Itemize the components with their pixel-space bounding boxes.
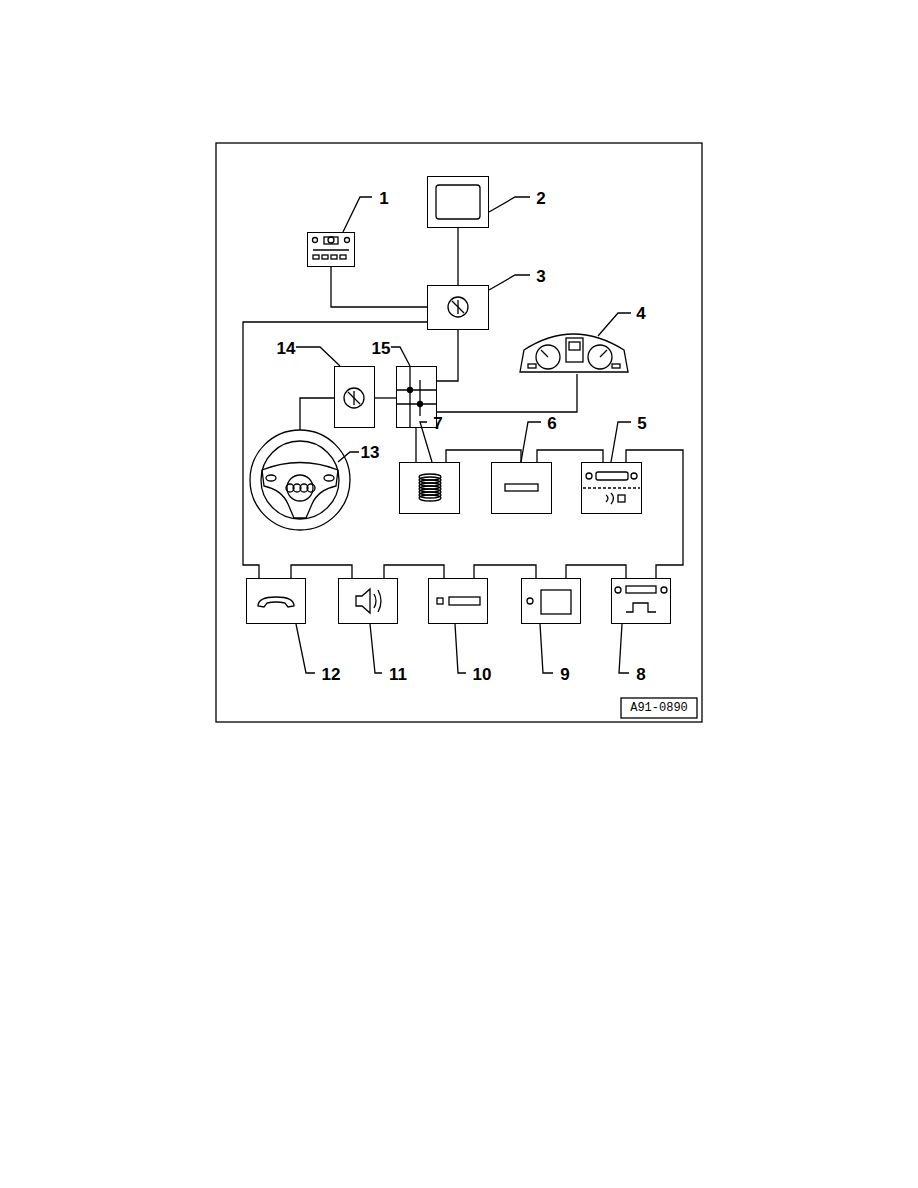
bus-wire <box>474 565 536 578</box>
bus-wire <box>300 398 334 430</box>
steering-wheel: 13 <box>249 430 351 530</box>
display-unit: 2 <box>427 176 489 228</box>
steering-wheel <box>250 430 350 530</box>
figure-id: A91-0890 <box>628 702 690 714</box>
control-unit: 14 <box>334 366 375 428</box>
frame <box>216 143 702 722</box>
bus-wire <box>446 450 521 462</box>
callout-number: 8 <box>636 666 645 683</box>
bus-wire <box>243 322 427 578</box>
bus-wire <box>437 374 577 412</box>
cd-changer: 7 <box>399 462 460 514</box>
callout-number: 3 <box>536 268 545 285</box>
bus-wire <box>437 330 458 381</box>
disc-stroke <box>419 495 441 501</box>
callout-number: 6 <box>547 415 556 432</box>
bus-wire <box>457 228 458 285</box>
callout-number: 15 <box>372 340 391 357</box>
callout-number: 2 <box>536 190 545 207</box>
instrument-cluster <box>520 334 628 372</box>
control-panel: 1 <box>307 232 355 267</box>
bus-wire <box>375 397 396 398</box>
card-reader-icon <box>437 597 480 605</box>
callout-number: 10 <box>473 666 492 683</box>
display-icon <box>436 185 480 219</box>
callout-number: 1 <box>379 190 388 207</box>
card-reader: 10 <box>428 578 488 624</box>
tuner-icon <box>615 586 667 612</box>
leader-line <box>296 197 631 673</box>
callout-number: 4 <box>636 305 645 322</box>
bus-wire <box>415 428 416 462</box>
instrument-cluster: 4 <box>518 330 630 374</box>
bus-wire <box>384 565 444 578</box>
gateway-box: 3 <box>427 285 489 330</box>
amplifier-unit: 11 <box>338 578 398 624</box>
callout-number: 12 <box>322 666 341 683</box>
bus-wire <box>291 565 352 578</box>
gateway-icon <box>344 388 364 408</box>
bus-wire <box>566 565 626 578</box>
bus-wire <box>626 450 683 578</box>
callout-number: 13 <box>361 444 380 461</box>
callout-number: 7 <box>433 415 442 432</box>
slot-unit: 6 <box>491 462 552 514</box>
junction-box: 15 <box>396 366 437 428</box>
junction-icon <box>396 366 437 428</box>
video-unit: 9 <box>521 578 581 624</box>
disc-stack-icon <box>419 474 441 501</box>
bus-wire <box>537 450 603 462</box>
callout-number: 5 <box>637 415 646 432</box>
callout-number: 11 <box>389 666 407 683</box>
telephone-icon <box>258 597 294 607</box>
speaker-icon <box>356 589 381 613</box>
bus-wire <box>331 267 427 307</box>
callout-number: 14 <box>277 340 296 357</box>
slot-icon <box>505 484 538 491</box>
monitor-icon <box>527 590 571 614</box>
gateway-icon <box>448 297 468 317</box>
figure-id-box <box>621 698 697 718</box>
telephone-unit: 12 <box>246 578 306 624</box>
radio-icon <box>583 472 640 504</box>
radio-panel-icon <box>313 237 350 259</box>
radio-unit: 5 <box>581 462 642 514</box>
tuner-unit: 8 <box>611 578 671 624</box>
callout-number: 9 <box>560 666 569 683</box>
